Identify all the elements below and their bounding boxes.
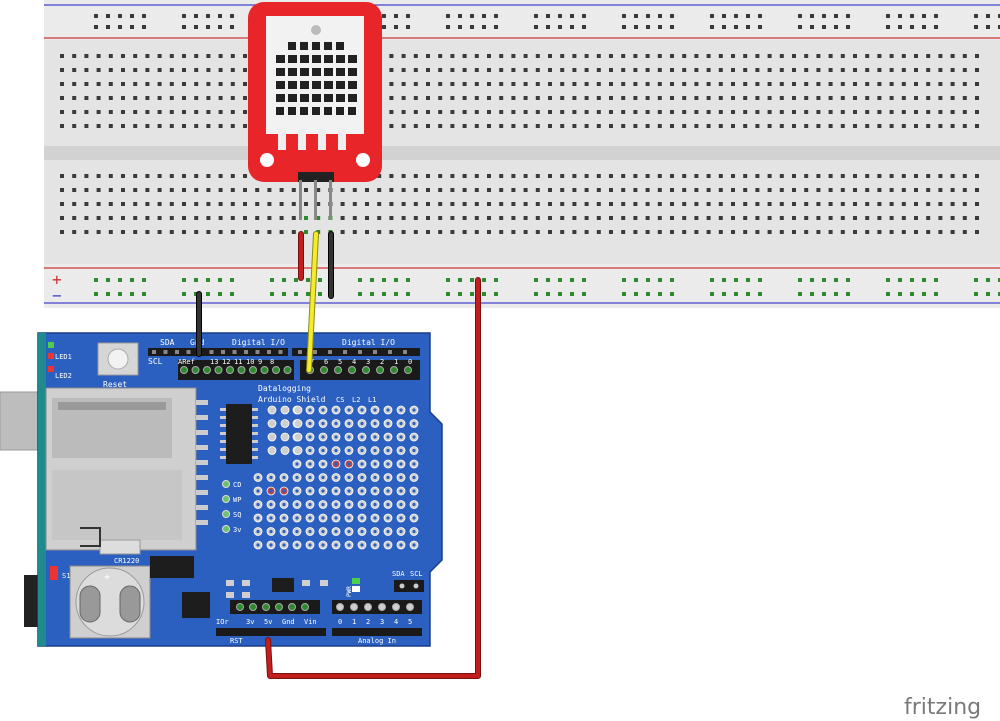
l2-label: L2 [352,396,360,404]
led1-label: LED1 [55,353,72,361]
power-pin-labels: IOr 3v 5v Gnd Vin [216,618,317,626]
analog-in-label: Analog In [358,637,396,645]
cs-label: CS [336,396,344,404]
svg-text:5: 5 [408,618,412,626]
led2-label: LED2 [55,372,72,380]
svg-text:1: 1 [394,358,398,366]
rst-label: RST [230,637,243,645]
breadboard: + − [44,0,1000,308]
svg-text:Gnd: Gnd [282,618,295,626]
svg-text:3: 3 [366,358,370,366]
s1-label: S1 [62,572,70,580]
aref-label: ARef [178,358,195,366]
prototype-grid [253,405,419,550]
svg-text:+: + [104,572,110,583]
svg-text:0: 0 [408,358,412,366]
minus-sign: − [52,286,62,305]
svg-text:5v: 5v [264,618,272,626]
sda-i2c-label: SDA [392,570,405,578]
shield-title-line2: Arduino Shield [258,395,326,404]
l1-label: L1 [368,396,376,404]
digital-io-left-label: Digital I/O [232,338,285,347]
sda-label: SDA [160,338,175,347]
svg-text:2: 2 [366,618,370,626]
scl-i2c-label: SCL [410,570,423,578]
reset-label: Reset [103,380,127,389]
svg-text:10: 10 [246,358,254,366]
wires [196,231,481,679]
digital-io-right-label: Digital I/O [342,338,395,347]
svg-text:CD: CD [233,481,241,489]
svg-text:WP: WP [233,496,241,504]
svg-text:1: 1 [352,618,356,626]
svg-text:9: 9 [258,358,262,366]
svg-text:3v: 3v [233,526,241,534]
svg-text:4: 4 [352,358,356,366]
svg-text:IOr: IOr [216,618,229,626]
sd-card-slot [45,387,208,555]
sd-pads: CD WP SQ 3v [222,480,241,534]
svg-text:13: 13 [210,358,218,366]
plus-sign: + [52,270,62,289]
svg-text:6: 6 [324,358,328,366]
rtc-chip [220,404,258,464]
datalogging-shield: SDA Gnd Digital I/O Digital I/O SCL ARef… [0,332,443,647]
svg-text:3: 3 [380,618,384,626]
dht22-sensor [248,2,382,220]
scl-label: SCL [148,357,163,366]
svg-text:11: 11 [234,358,242,366]
svg-text:5: 5 [338,358,342,366]
pwr-label: PWR [346,586,353,597]
svg-text:3v: 3v [246,618,254,626]
bottom-header-pins [220,603,414,634]
svg-text:Vin: Vin [304,618,317,626]
svg-text:12: 12 [222,358,230,366]
svg-text:8: 8 [270,358,274,366]
svg-text:SQ: SQ [233,511,241,519]
shield-title-line1: Datalogging [258,384,311,393]
svg-text:4: 4 [394,618,398,626]
reset-button[interactable] [97,342,139,376]
fritzing-watermark: fritzing [904,695,981,720]
coin-cell-holder: + [69,565,151,639]
svg-text:0: 0 [338,618,342,626]
battery-label: CR1220 [114,557,139,565]
svg-text:2: 2 [380,358,384,366]
smd-components [226,580,328,598]
analog-pin-labels: 0 1 2 3 4 5 [338,618,412,626]
